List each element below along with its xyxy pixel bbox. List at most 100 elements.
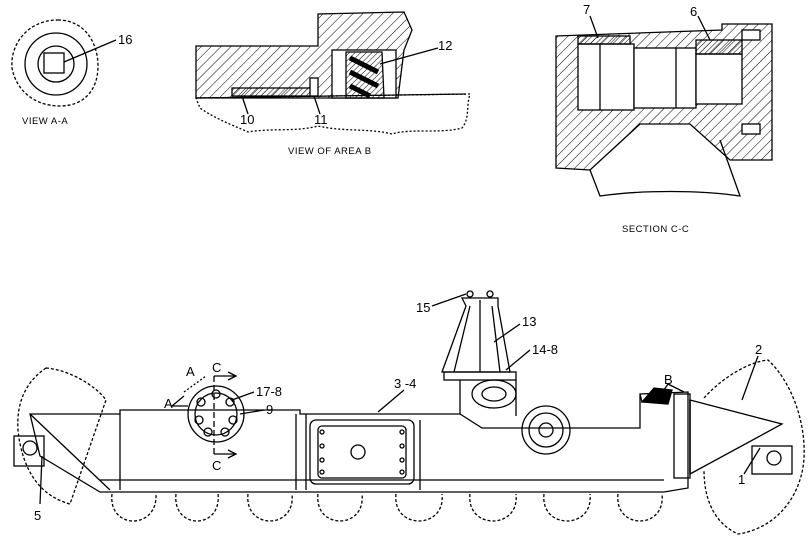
front-idler-bolt [766,450,782,466]
mast-brace-right [491,305,501,373]
roller-6 [469,493,517,522]
section-cc-plug-bottom [741,123,761,135]
mast-legs [459,380,517,416]
leader-3-4 [377,389,405,413]
section-cc-bushing-7 [577,35,631,45]
leader-15 [431,293,467,307]
callout-13: 13 [522,314,536,329]
leader-2 [741,355,759,401]
front-idler [703,359,805,535]
track-rollers [111,493,663,522]
view-aa-caption: VIEW A-A [22,116,68,127]
callout-11: 11 [314,112,328,127]
left-hub [187,385,245,443]
leader-6 [697,15,711,41]
section-cc-bushing-6 [695,39,743,55]
view-area-b [195,11,471,135]
section-cc-bore [633,47,697,109]
section-cc [555,15,773,197]
roller-8 [617,493,663,522]
callout-10: 10 [240,112,254,127]
section-c-arrow-bottom [214,449,238,459]
leader-10 [241,95,249,115]
view-aa [11,19,117,107]
callout-14-8: 14-8 [532,342,558,357]
callout-3-4: 3 -4 [394,376,416,391]
leader-16 [63,39,117,63]
section-cc-counterbore [577,43,635,111]
left-hub-bolts [194,389,238,437]
right-hub-inner [528,412,564,448]
area-b-ring-11 [309,77,319,97]
callout-17-8: 17-8 [256,384,282,399]
right-hub [521,405,571,455]
section-cc-inner-bore [695,53,743,105]
area-b-seal-lips [348,55,380,99]
section-marker-c-top: C [212,360,221,375]
view-aa-hub [24,32,88,96]
roller-5 [395,493,443,522]
leader-11 [313,95,321,115]
track-frame [29,391,689,493]
rear-idler-block [13,435,45,467]
callout-15: 15 [416,300,430,315]
mast-pad [471,379,517,409]
section-marker-a-left: A [164,396,173,411]
area-b-shaft-line [195,93,467,99]
section-a-line [183,375,207,393]
area-b-caption: VIEW OF AREA B [288,146,372,157]
mast-bracket [441,297,511,373]
section-a-arrow [170,395,188,407]
access-plate-center-bolt [350,444,366,460]
section-cc-plug-top [741,29,761,41]
frame-diagonal [29,413,111,491]
leader-17-8 [231,391,255,401]
left-hub-inner [194,392,238,436]
callout-16: 16 [118,32,132,47]
roller-2 [175,493,219,522]
callout-2: 2 [755,342,762,357]
mast-pad-inner [481,386,507,402]
callout-1: 1 [738,472,745,487]
roller-3 [247,493,293,522]
leader-1 [743,447,761,475]
callout-9: 9 [266,402,273,417]
mast-brace-left [453,305,471,373]
main-assembly [13,290,805,535]
leader-12 [379,47,439,65]
view-aa-square-bore [43,52,65,74]
section-cc-casting [589,139,741,197]
roller-1 [111,493,157,522]
area-b-shaft-break [195,93,471,135]
leader-7 [589,15,599,39]
section-marker-b: B [664,372,673,387]
section-marker-a-top: A [186,364,195,379]
section-marker-c-bottom: C [212,458,221,473]
leader-14-8 [505,349,531,371]
section-c-arrow-top [214,371,238,381]
callout-6: 6 [690,4,697,19]
mast-bolt-right [486,290,494,298]
callout-5: 5 [34,508,41,523]
callout-12: 12 [438,38,452,53]
area-b-marker-bracket [640,387,673,405]
section-cc-caption: SECTION C-C [622,224,689,235]
callout-7: 7 [583,2,590,17]
access-plate [309,419,415,485]
area-b-shim-10 [231,87,313,97]
view-aa-inner-ring [37,45,75,83]
mast-bolt-left [466,290,474,298]
rear-idler-bolt [22,440,38,456]
leader-5 [39,455,43,505]
leader-9 [239,409,265,415]
rear-idler [17,367,107,505]
view-aa-outer-ring [11,19,99,107]
mast-base-plate [443,371,517,381]
roller-7 [543,493,591,522]
roller-4 [317,493,363,522]
access-plate-bolts [319,429,405,475]
leader-13 [493,323,521,343]
right-hub-center [538,422,554,438]
